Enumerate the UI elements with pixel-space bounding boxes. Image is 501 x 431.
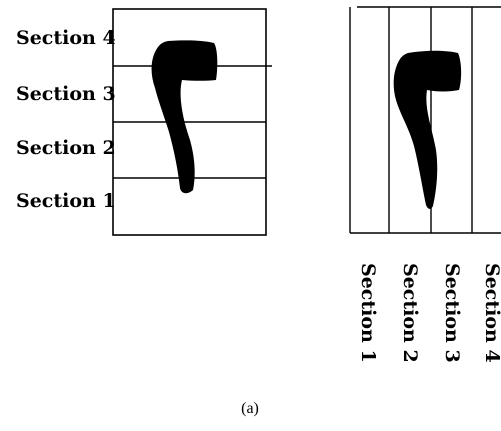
column-label-section-3: Section 3 (441, 263, 463, 363)
row-label-section-1: Section 1 (16, 190, 116, 212)
right-panel: Section 1 Section 2 Section 3 Section 4 (349, 6, 501, 363)
column-label-section-2: Section 2 (399, 263, 421, 363)
column-label-section-1: Section 1 (357, 263, 379, 363)
figure-caption: (a) (241, 400, 259, 417)
right-glyph (393, 50, 462, 209)
left-panel: Section 4 Section 3 Section 2 Section 1 (16, 8, 272, 236)
row-label-section-3: Section 3 (16, 83, 116, 105)
row-label-section-4: Section 4 (16, 27, 116, 49)
left-glyph (151, 40, 218, 194)
row-label-section-2: Section 2 (16, 137, 116, 159)
column-label-section-4: Section 4 (481, 263, 501, 363)
